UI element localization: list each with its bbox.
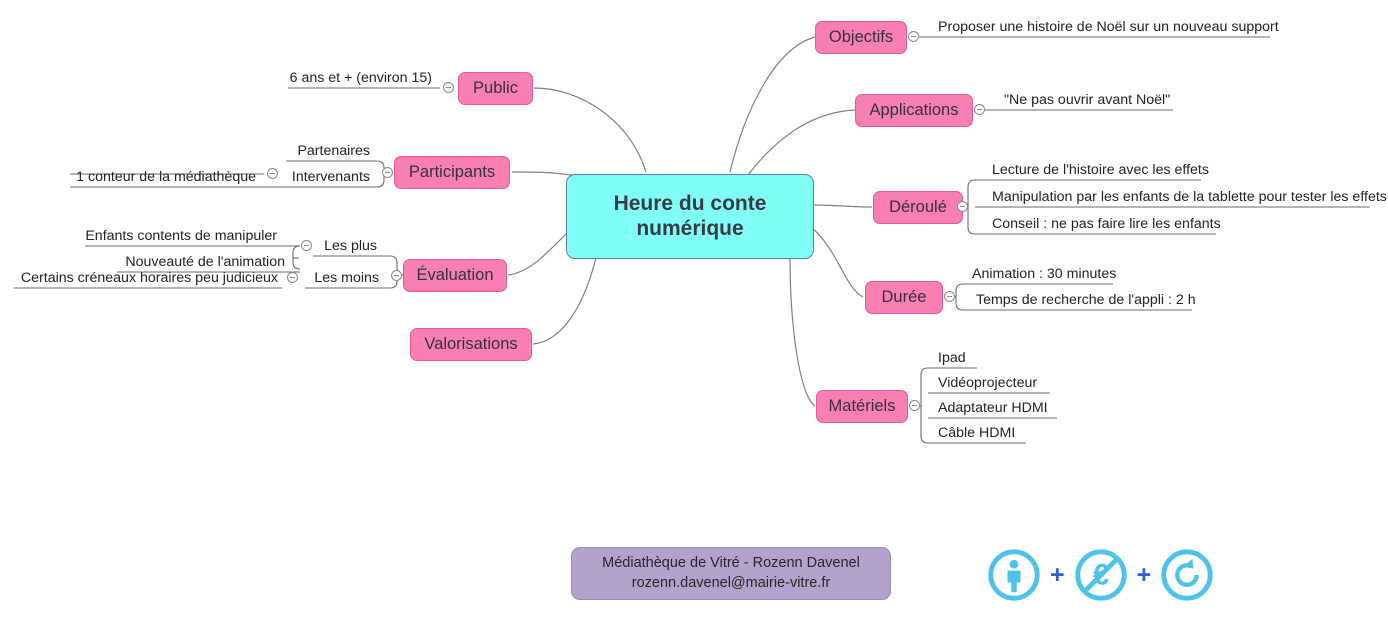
branch-node-public[interactable]: Public (458, 72, 533, 105)
leaf-label-materiels-0: Ipad (938, 350, 966, 366)
leaf-node-evaluation-1-0[interactable]: Certains créneaux horaires peu judicieux (14, 269, 282, 287)
leaf-node-duree-0[interactable]: Animation : 30 minutes (968, 265, 1128, 283)
credit-line-1: Médiathèque de Vitré - Rozenn Davenel (602, 554, 860, 571)
leaf-label-public-0: 6 ans et + (environ 15) (289, 70, 432, 86)
credit-box: Médiathèque de Vitré - Rozenn Davenel ro… (571, 547, 891, 600)
leaf-node-applications-0[interactable]: "Ne pas ouvrir avant Noël" (1000, 91, 1180, 109)
leaf-node-materiels-3[interactable]: Câble HDMI (934, 424, 1054, 442)
leaf-label-materiels-3: Câble HDMI (938, 425, 1016, 441)
leaf-label-materiels-2: Adaptateur HDMI (938, 400, 1048, 416)
root-node[interactable]: Heure du conte numérique (566, 174, 814, 259)
branch-label-materiels: Matériels (828, 397, 896, 415)
collapse-toggle-duree[interactable] (944, 291, 955, 302)
cc-sharealike-icon (1161, 549, 1213, 601)
leaf-label-evaluation-0-0: Enfants contents de manipuler (85, 228, 277, 244)
collapse-toggle-les-plus[interactable] (301, 240, 312, 251)
leaf-label-evaluation-0: Les plus (324, 238, 377, 254)
branch-node-participants[interactable]: Participants (394, 156, 510, 189)
branch-node-duree[interactable]: Durée (865, 281, 943, 314)
leaf-node-evaluation-1[interactable]: Les moins (305, 269, 383, 287)
leaf-node-participants-1-0[interactable]: 1 conteur de la médiathèque (70, 168, 260, 186)
leaf-label-materiels-1: Vidéoprojecteur (938, 375, 1038, 391)
leaf-node-materiels-2[interactable]: Adaptateur HDMI (934, 399, 1074, 417)
branch-label-applications: Applications (869, 101, 959, 119)
leaf-node-evaluation-0-1[interactable]: Nouveauté de l'animation (117, 253, 289, 271)
leaf-label-applications-0: "Ne pas ouvrir avant Noël" (1004, 92, 1171, 108)
license-icons: + € + (987, 548, 1214, 602)
leaf-label-evaluation-1: Les moins (314, 270, 379, 286)
collapse-toggle-participants[interactable] (382, 167, 393, 178)
branch-label-participants: Participants (408, 163, 496, 181)
leaf-node-deroule-2[interactable]: Conseil : ne pas faire lire les enfants (988, 215, 1228, 233)
branch-node-materiels[interactable]: Matériels (816, 390, 908, 423)
leaf-node-evaluation-0[interactable]: Les plus (313, 237, 381, 255)
leaf-node-materiels-0[interactable]: Ipad (934, 349, 1024, 367)
branch-node-deroule[interactable]: Déroulé (873, 191, 963, 224)
branch-label-valorisations: Valorisations (424, 335, 518, 353)
collapse-toggle-evaluation[interactable] (391, 270, 402, 281)
leaf-label-deroule-0: Lecture de l'histoire avec les effets (992, 162, 1209, 178)
leaf-node-participants-1[interactable]: Intervenants (256, 168, 374, 186)
cc-noncommercial-icon: € (1074, 549, 1127, 601)
root-title-line1: Heure du conte (613, 191, 767, 215)
leaf-label-duree-0: Animation : 30 minutes (972, 266, 1117, 282)
leaf-label-deroule-1: Manipulation par les enfants de la table… (992, 189, 1387, 205)
root-title-line2: numérique (636, 216, 744, 240)
leaf-node-public-0[interactable]: 6 ans et + (environ 15) (288, 69, 436, 87)
leaf-node-duree-1[interactable]: Temps de recherche de l'appli : 2 h (972, 291, 1202, 309)
leaf-node-objectifs-0[interactable]: Proposer une histoire de Noël sur un nou… (934, 18, 1279, 36)
license-separator-1: + (1050, 560, 1065, 589)
leaf-label-participants-1: Intervenants (291, 169, 370, 185)
leaf-node-evaluation-0-0[interactable]: Enfants contents de manipuler (85, 227, 281, 245)
leaf-node-deroule-0[interactable]: Lecture de l'histoire avec les effets (988, 161, 1209, 179)
leaf-node-materiels-1[interactable]: Vidéoprojecteur (934, 374, 1074, 392)
leaf-label-evaluation-0-1: Nouveauté de l'animation (125, 254, 285, 270)
leaf-label-evaluation-1-0: Certains créneaux horaires peu judicieux (20, 270, 278, 286)
branch-label-deroule: Déroulé (889, 198, 947, 216)
cc-attribution-icon (988, 549, 1040, 601)
branch-label-public: Public (473, 79, 518, 97)
collapse-toggle-materiels[interactable] (909, 400, 920, 411)
branch-node-evaluation[interactable]: Évaluation (403, 259, 507, 292)
collapse-toggle-objectifs[interactable] (908, 31, 919, 42)
credit-line-2: rozenn.davenel@mairie-vitre.fr (631, 574, 831, 591)
branch-node-objectifs[interactable]: Objectifs (815, 21, 907, 54)
collapse-toggle-public[interactable] (443, 82, 454, 93)
leaf-label-duree-1: Temps de recherche de l'appli : 2 h (976, 292, 1196, 308)
branch-node-applications[interactable]: Applications (855, 94, 973, 127)
leaf-label-participants-1-0: 1 conteur de la médiathèque (76, 169, 256, 185)
leaf-label-objectifs-0: Proposer une histoire de Noël sur un nou… (938, 19, 1279, 35)
collapse-toggle-applications[interactable] (974, 104, 985, 115)
leaf-label-deroule-2: Conseil : ne pas faire lire les enfants (992, 216, 1221, 232)
leaf-node-deroule-1[interactable]: Manipulation par les enfants de la table… (988, 188, 1387, 206)
branch-label-duree: Durée (881, 288, 927, 306)
collapse-toggle-intervenants[interactable] (267, 168, 278, 179)
leaf-node-participants-0[interactable]: Partenaires (264, 142, 374, 160)
collapse-toggle-les-moins[interactable] (287, 272, 298, 283)
branch-label-evaluation: Évaluation (416, 266, 494, 284)
branch-label-objectifs: Objectifs (828, 28, 894, 46)
license-separator-2: + (1136, 560, 1152, 589)
branch-node-valorisations[interactable]: Valorisations (410, 328, 532, 361)
collapse-toggle-deroule[interactable] (957, 201, 968, 212)
leaf-label-participants-0: Partenaires (297, 143, 370, 159)
